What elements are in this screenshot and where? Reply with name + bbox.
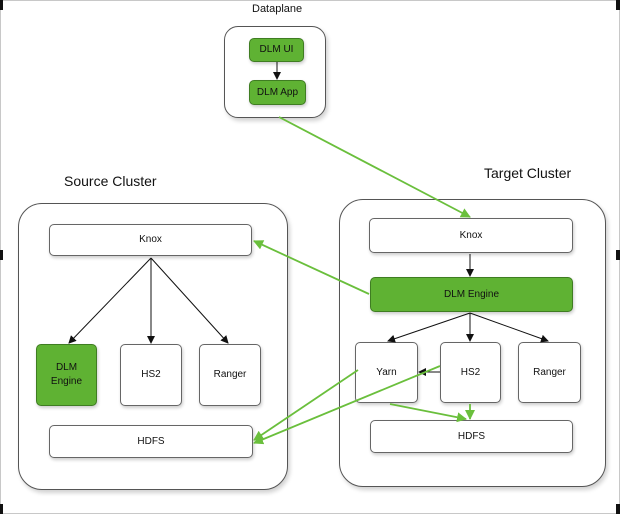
source-hdfs-node: HDFS [49, 425, 253, 458]
frame-corner-mark [616, 250, 620, 260]
source-knox-node: Knox [49, 224, 252, 256]
source-knox-label: Knox [139, 234, 162, 245]
arrow-target-hs2-to-source-hdfs [253, 365, 441, 445]
arrow-target-yarn-to-source-hdfs [253, 369, 359, 441]
source-ranger-node: Ranger [199, 344, 261, 406]
arrow-target-dlm-engine-to-yarn [387, 312, 471, 343]
arrow-target-yarn-to-target-hdfs [389, 403, 467, 423]
arrow-source-knox-to-ranger [150, 257, 229, 344]
source-dlm-engine-label-line2: Engine [50, 376, 83, 387]
target-knox-node: Knox [369, 218, 573, 253]
source-ranger-label: Ranger [213, 369, 247, 380]
source-hs2-label: HS2 [141, 369, 161, 380]
target-dlm-engine-node: DLM Engine [370, 277, 573, 312]
dlm-ui-label: DLM UI [259, 44, 294, 55]
source-cluster-title: Source Cluster [64, 173, 157, 189]
source-hdfs-label: HDFS [137, 435, 165, 447]
target-dlm-engine-label: DLM Engine [443, 288, 500, 300]
target-hs2-label: HS2 [460, 366, 481, 378]
target-yarn-node: Yarn [355, 342, 418, 403]
target-hs2-node: HS2 [440, 342, 501, 403]
target-cluster-title: Target Cluster [484, 165, 572, 181]
source-dlm-engine-node: DLM Engine [36, 344, 97, 406]
target-yarn-label: Yarn [376, 366, 397, 378]
frame-corner-mark [616, 0, 620, 10]
target-ranger-label: Ranger [533, 366, 566, 378]
arrow-target-dlm-engine-to-ranger [469, 312, 549, 343]
target-knox-label: Knox [459, 229, 483, 241]
arrow-source-knox-to-dlm-engine [68, 257, 152, 344]
frame-corner-mark [616, 504, 620, 514]
frame-corner-mark [0, 504, 3, 514]
dlm-app-node: DLM App [249, 80, 306, 105]
arrow-dlm-app-to-target-knox [278, 116, 471, 218]
target-ranger-node: Ranger [518, 342, 581, 403]
dlm-ui-node: DLM UI [249, 38, 304, 62]
frame-corner-mark [0, 250, 3, 260]
source-hs2-node: HS2 [120, 344, 182, 406]
source-dlm-engine-label-line1: DLM [55, 362, 78, 373]
target-hdfs-node: HDFS [370, 420, 573, 453]
dlm-app-label: DLM App [256, 86, 299, 98]
arrow-target-dlm-engine-to-source-knox [253, 240, 370, 295]
dataplane-title: Dataplane [252, 3, 303, 15]
frame-corner-mark [0, 0, 3, 10]
target-hdfs-label: HDFS [457, 430, 486, 442]
